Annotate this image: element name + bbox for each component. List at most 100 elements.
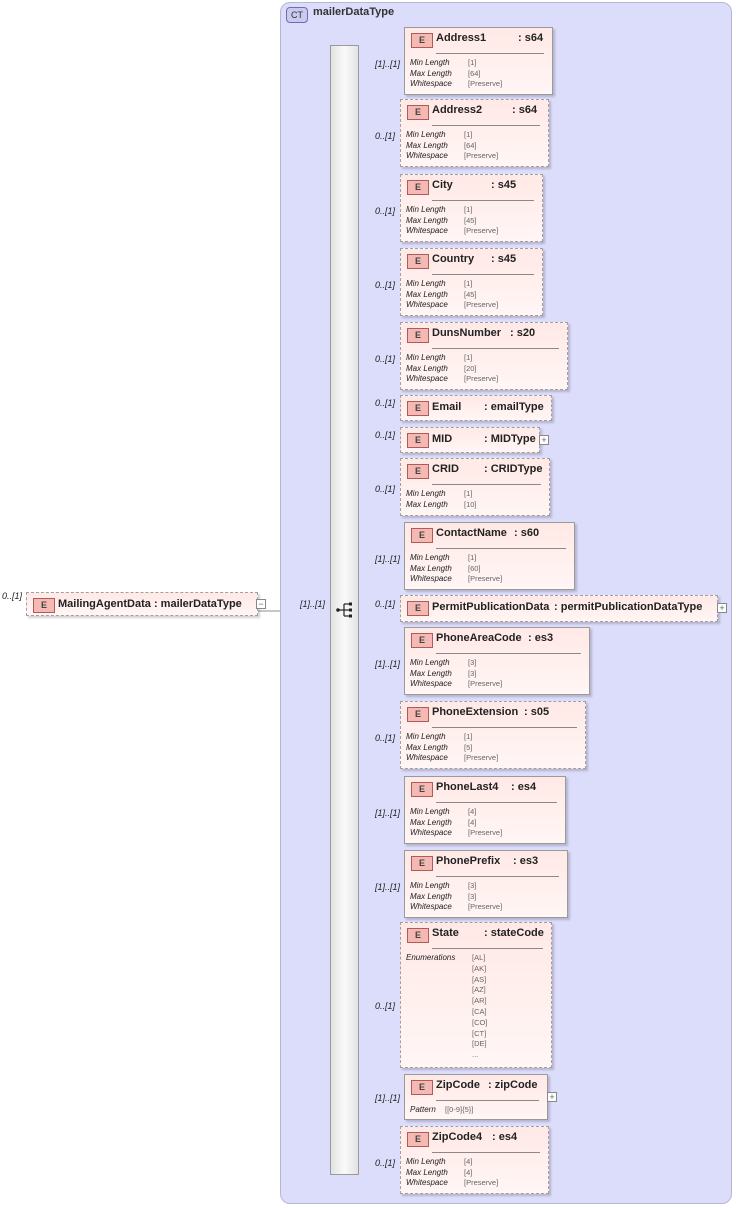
facet-label: Enumerations <box>406 953 456 962</box>
facet-label: Whitespace <box>406 1178 448 1187</box>
element-type: : s45 <box>491 253 517 265</box>
element-name: PhoneAreaCode <box>436 632 522 644</box>
element-badge: E <box>407 928 429 943</box>
root-cardinality: 0..[1] <box>2 591 23 601</box>
facet-value: [CO] <box>472 1017 488 1027</box>
facet-value: [45] <box>464 289 477 299</box>
element-name: ContactName <box>436 527 507 539</box>
facet-label: Min Length <box>406 279 446 288</box>
facet-label: Whitespace <box>410 574 452 583</box>
facet-label: Whitespace <box>410 79 452 88</box>
facet-value: [Preserve] <box>468 679 503 688</box>
element-name: Address2 <box>432 104 483 116</box>
element-separator <box>436 1100 539 1101</box>
facet-label: Min Length <box>406 489 446 498</box>
element-type: : es3 <box>513 855 539 867</box>
facet-label: Whitespace <box>406 753 448 762</box>
element-badge: E <box>407 707 429 722</box>
cardinality-address1: [1]..[1] <box>375 58 401 69</box>
complex-type-badge: CT <box>286 7 308 23</box>
facet-value: [64] <box>468 68 481 78</box>
facet-value: [Preserve] <box>464 300 499 309</box>
facet-value: [64] <box>464 140 477 150</box>
facet-value: [AS] <box>472 974 487 984</box>
facet-label: Max Length <box>410 668 452 678</box>
cardinality-dunsnumber: 0..[1] <box>375 353 396 364</box>
root-element-label: MailingAgentData : mailerDataType <box>58 598 242 610</box>
element-separator <box>436 653 581 654</box>
facet-label: Max Length <box>406 742 448 752</box>
element-badge: E <box>407 1132 429 1147</box>
element-type: : permitPublicationDataType <box>554 601 703 613</box>
element-type: : s64 <box>512 104 538 116</box>
facet-value: [3] <box>468 891 477 901</box>
element-name: ZipCode4 <box>432 1131 483 1143</box>
cardinality-phoneextension: 0..[1] <box>375 732 396 743</box>
element-type: : s05 <box>524 706 550 718</box>
facet-label: Min Length <box>406 130 446 139</box>
facet-value: [4] <box>464 1157 473 1166</box>
element-name: Country <box>432 253 475 265</box>
element-separator <box>432 727 577 728</box>
facet-label: Max Length <box>406 363 448 373</box>
facet-label: Max Length <box>410 891 452 901</box>
facet-value: [Preserve] <box>468 574 503 583</box>
facet-label: Min Length <box>406 205 446 214</box>
facet-label: Pattern <box>410 1105 436 1114</box>
expand-icon[interactable]: + <box>717 603 727 613</box>
element-name: Email <box>432 401 462 413</box>
cardinality-country: 0..[1] <box>375 279 396 290</box>
element-badge: E <box>33 598 55 613</box>
facet-value: [1] <box>468 553 477 562</box>
element-name: State <box>432 927 459 939</box>
collapse-icon[interactable]: − <box>256 599 266 609</box>
facet-label: Min Length <box>410 881 450 890</box>
element-separator <box>436 53 544 54</box>
facet-value: [20] <box>464 363 477 373</box>
element-type: : zipCode <box>488 1079 538 1091</box>
element-badge: E <box>407 433 429 448</box>
facet-value: [AL] <box>472 953 486 962</box>
element-badge: E <box>407 105 429 120</box>
element-type: : es4 <box>511 781 537 793</box>
element-badge: E <box>411 856 433 871</box>
facet-value: [3] <box>468 668 477 678</box>
facet-label: Whitespace <box>410 902 452 911</box>
cardinality-address2: 0..[1] <box>375 130 396 141</box>
facet-label: Min Length <box>410 553 450 562</box>
facet-label: Whitespace <box>406 300 448 309</box>
element-name: City <box>432 179 453 191</box>
facet-value: [1] <box>464 732 473 741</box>
element-badge: E <box>407 601 429 616</box>
element-type: : s64 <box>518 32 544 44</box>
facet-value: [4] <box>468 807 477 816</box>
element-type: : s20 <box>510 327 536 339</box>
element-name: PhoneLast4 <box>436 781 499 793</box>
expand-icon[interactable]: + <box>539 435 549 445</box>
root-element-mailing-agent-data[interactable]: E MailingAgentData : mailerDataType <box>26 592 258 616</box>
element-badge: E <box>407 254 429 269</box>
cardinality-phoneareacode: [1]..[1] <box>375 658 401 669</box>
facet-value: [Preserve] <box>464 1178 499 1187</box>
cardinality-city: 0..[1] <box>375 205 396 216</box>
facet-value: [CT] <box>472 1028 487 1038</box>
expand-icon[interactable]: + <box>547 1092 557 1102</box>
facet-value: [4] <box>468 817 477 827</box>
